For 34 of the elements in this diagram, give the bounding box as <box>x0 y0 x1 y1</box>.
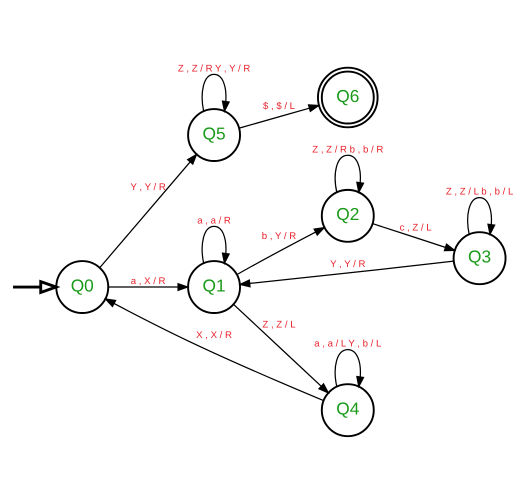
edge-label: $ , $ / L <box>262 101 296 112</box>
edge-label: c , Z / L <box>400 222 432 234</box>
edge-label: Y , Y / R <box>130 182 166 193</box>
arrow <box>236 226 326 276</box>
edge-label: a , a / L Y , b / L <box>314 338 382 350</box>
edge-label: a , a / R <box>197 216 231 227</box>
node-circle: Q5 <box>187 108 241 162</box>
edge-label: Z , Z / L b , b / L <box>446 186 514 198</box>
edge-label: Z , Z / L <box>262 319 296 330</box>
arrow <box>99 153 198 268</box>
arrow <box>334 348 364 388</box>
arrow <box>233 304 330 394</box>
edge-label: Z , Z / R Y , Y / R <box>178 64 250 75</box>
arrow <box>13 280 60 294</box>
edge-label: Z , Z / R b , b / R <box>312 144 384 156</box>
arrow <box>202 74 230 113</box>
node-circle: Q0 <box>55 260 110 314</box>
arrow <box>238 260 454 288</box>
arrow <box>108 282 190 292</box>
edge-label: X , X / R <box>196 330 232 342</box>
edge-label: b , Y / R <box>262 230 296 242</box>
node-circle: Q2 <box>320 188 375 243</box>
arrow <box>104 298 324 402</box>
node-circle: Q6 <box>317 66 379 128</box>
node-circle: Q4 <box>320 383 375 438</box>
arrow <box>372 223 456 252</box>
edge-label: a , X / R <box>130 276 166 288</box>
node-circle: Q1 <box>187 260 241 314</box>
arrow <box>467 196 496 236</box>
arrow <box>202 226 230 265</box>
edge-label: Y , Y / R <box>330 258 366 270</box>
arrow <box>239 104 320 129</box>
arrow <box>334 154 364 194</box>
node-circle: Q3 <box>452 231 507 286</box>
